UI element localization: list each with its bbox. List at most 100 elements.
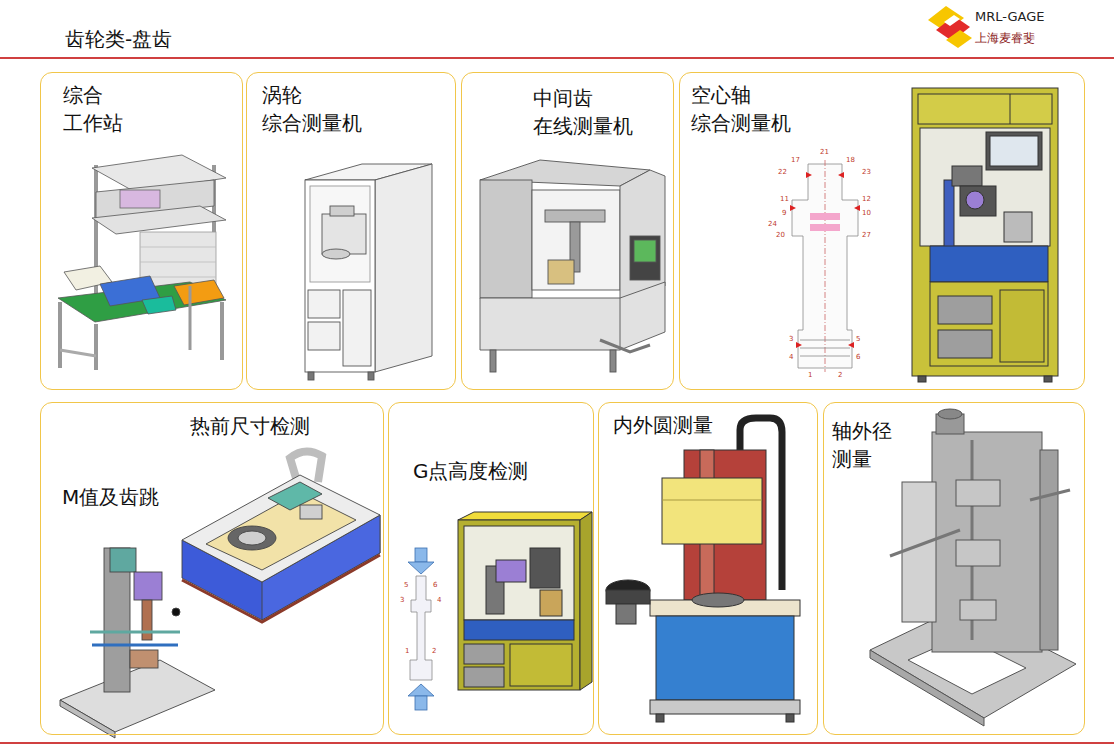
inline-machine-illustration-part: [545, 210, 605, 222]
workstation-illustration-part: [94, 324, 98, 370]
logo-text: 上海麦睿斐: [975, 32, 1035, 44]
inline-machine-illustration-part: [548, 260, 574, 284]
machine-panel: 内外圆测量: [598, 402, 818, 735]
hollow-shaft-machine-part: [944, 180, 954, 250]
inline-machine-illustration-part: [610, 350, 616, 372]
workstation-illustration-part: [120, 190, 160, 208]
diameter-machine-part: [616, 604, 636, 624]
cabinet-illustration-part: [322, 249, 350, 259]
hollow-shaft-machine-part: [938, 296, 992, 324]
callout-number: 1: [808, 372, 812, 379]
shaft-diameter-machine-part: [1030, 490, 1070, 500]
diameter-machine: [606, 418, 800, 722]
workstation-illustration-part: [142, 296, 176, 314]
workstation-illustration-part: [140, 262, 216, 263]
callout-number: 12: [862, 196, 871, 203]
g-point-machine-part: [580, 512, 592, 690]
g-point-machine-part: [458, 512, 592, 520]
hollow-shaft-drawing-part: [848, 342, 854, 348]
m-value-gauge-part: [134, 572, 162, 600]
shaft-diameter-machine-part: [902, 482, 936, 622]
hollow-shaft-machine-part: [930, 282, 1048, 366]
inline-machine-illustration-part: [480, 180, 532, 298]
hollow-shaft-machine-part: [1004, 212, 1032, 242]
hollow-shaft-machine-part: [938, 330, 992, 358]
logo-text: MRL-GAGE: [975, 10, 1044, 23]
machine-panel: 空心轴 综合测量机: [679, 72, 1085, 390]
hollow-shaft-drawing-part: [800, 340, 850, 341]
hollow-shaft-machine-part: [918, 376, 926, 382]
hollow-shaft-drawing-part: [838, 172, 844, 178]
hollow-shaft-machine-part: [912, 88, 1058, 376]
callout-number: 17: [791, 157, 800, 164]
cabinet-illustration-part: [305, 180, 375, 372]
machine-panel: 中间齿 在线测量机: [461, 72, 674, 390]
pre-heat-fixture-part: [228, 526, 276, 550]
hollow-shaft-drawing-part: [806, 172, 812, 178]
panel-heading: 轴外径 测量: [832, 417, 892, 473]
callout-number: 18: [846, 157, 855, 164]
hollow-shaft-machine-part: [966, 191, 984, 209]
cabinet-illustration-part: [322, 214, 366, 254]
cabinet-illustration-part: [308, 322, 340, 350]
m-value-gauge-part: [92, 644, 178, 647]
callout-number: 24: [768, 221, 777, 228]
inline-machine-illustration-part: [480, 282, 665, 350]
hollow-shaft-drawing-part: [810, 224, 840, 231]
shaft-diameter-machine: [870, 409, 1076, 726]
hollow-shaft-machine-part: [1010, 94, 1011, 124]
callout-number: 6: [856, 354, 860, 361]
workstation-illustration-part: [140, 277, 216, 278]
workstation-illustration-part: [189, 286, 192, 350]
hollow-shaft-drawing-part: [800, 348, 850, 349]
workstation-illustration-part: [58, 302, 62, 368]
cabinet-illustration-part: [310, 186, 370, 282]
panel-heading: 涡轮 综合测量机: [262, 81, 362, 137]
panel-heading: 热前尺寸检测: [190, 412, 310, 440]
hollow-shaft-machine: [912, 88, 1058, 382]
g-point-machine-part: [464, 667, 504, 687]
shaft-diameter-machine-part: [956, 540, 1000, 566]
cabinet-illustration-part: [375, 164, 432, 372]
cabinet-illustration: [305, 164, 432, 380]
m-value-gauge-part: [60, 700, 115, 738]
inline-machine-illustration-part: [630, 236, 660, 280]
g-point-shaft-drawing-part: [415, 696, 427, 710]
hollow-shaft-drawing-part: [810, 213, 840, 220]
hollow-shaft-drawing-part: [796, 342, 802, 348]
cabinet-illustration-part: [308, 372, 314, 380]
logo-mark: [928, 6, 972, 48]
machine-panel: 涡轮 综合测量机: [246, 72, 456, 390]
callout-number: 11: [780, 196, 789, 203]
shaft-diameter-machine-part: [932, 432, 1042, 652]
callout-number: 23: [862, 169, 871, 176]
inline-machine-illustration-part: [600, 340, 650, 352]
g-point-shaft-drawing: [408, 548, 434, 710]
hollow-shaft-machine-part: [952, 166, 982, 186]
hollow-shaft-machine-part: [986, 132, 1042, 170]
callout-number: 5: [856, 336, 860, 343]
g-point-machine-part: [530, 548, 560, 588]
callout-number: 27: [862, 232, 871, 239]
pre-heat-fixture-part: [300, 505, 322, 519]
logo-mark-part: [946, 30, 972, 48]
g-point-shaft-drawing-part: [410, 576, 432, 680]
callout-number: 4: [789, 354, 793, 361]
workstation-illustration-part: [60, 350, 96, 356]
panel-heading: 内外圆测量: [613, 411, 713, 439]
callout-number: 6: [433, 582, 437, 589]
hollow-shaft-machine-part: [920, 128, 1050, 246]
m-value-gauge-part: [60, 660, 215, 732]
shaft-diameter-machine-part: [960, 600, 996, 620]
machine-panel: G点高度检测: [388, 402, 594, 735]
diameter-machine-part: [662, 478, 762, 544]
g-point-shaft-drawing-part: [408, 562, 434, 574]
callout-number: 3: [400, 597, 404, 604]
logo-mark-part: [944, 15, 960, 26]
page-title: 齿轮类-盘齿: [65, 27, 172, 51]
callout-number: 20: [776, 232, 785, 239]
shaft-diameter-machine-part: [890, 530, 960, 556]
m-value-gauge: [60, 548, 215, 738]
